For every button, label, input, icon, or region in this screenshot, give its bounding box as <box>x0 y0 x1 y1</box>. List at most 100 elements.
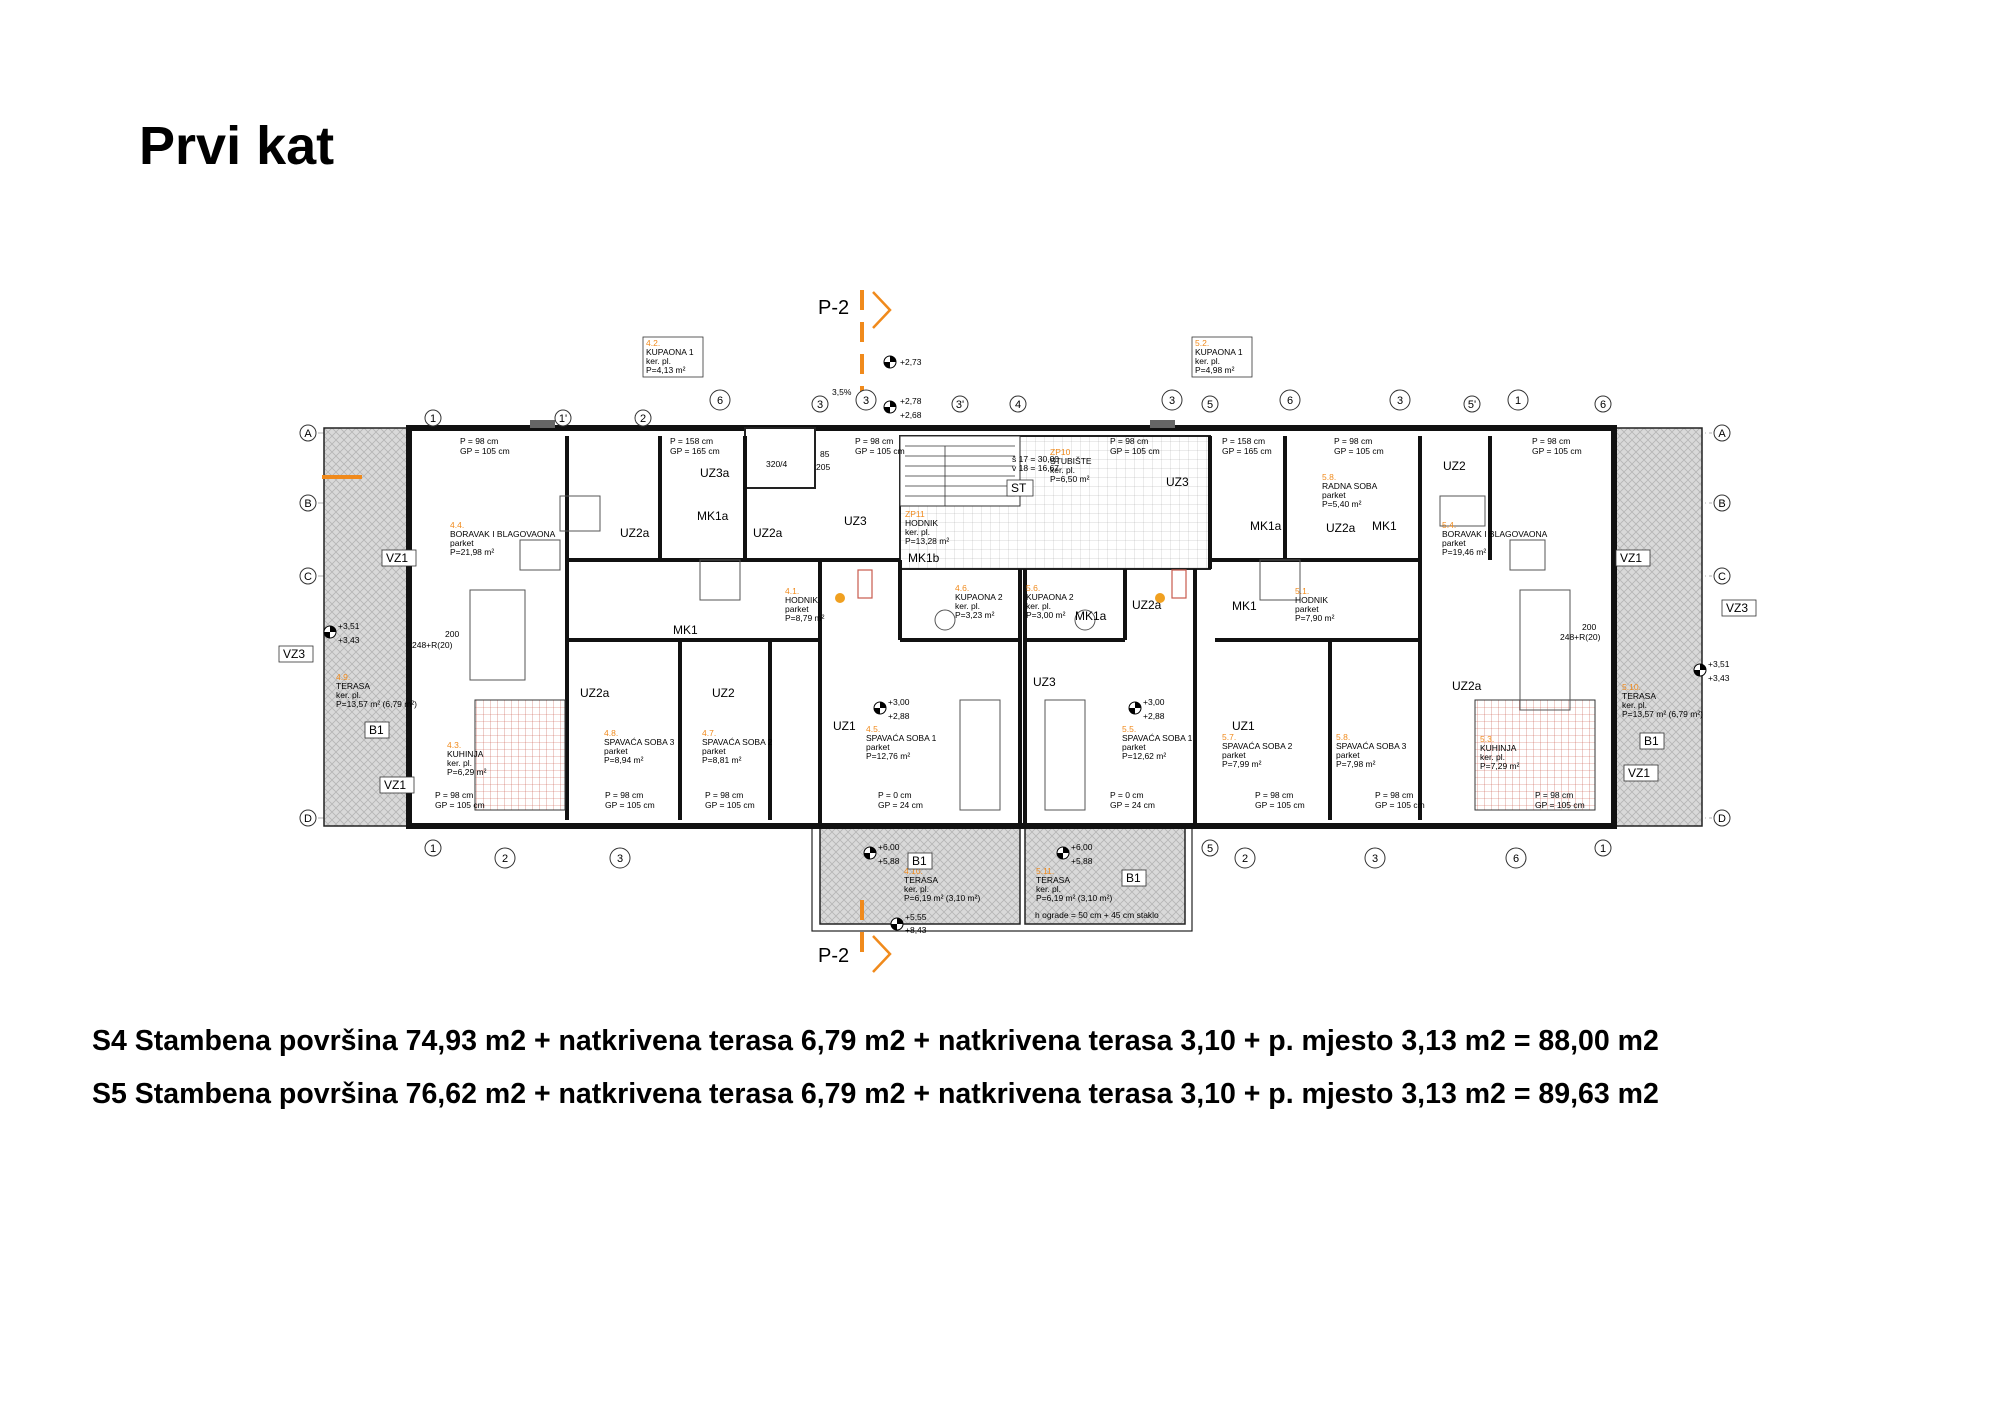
svg-text:ker. pl.: ker. pl. <box>1050 465 1075 475</box>
svg-text:5': 5' <box>1468 399 1476 411</box>
svg-text:1: 1 <box>430 843 436 855</box>
svg-text:205: 205 <box>816 462 830 472</box>
svg-text:3: 3 <box>863 395 869 407</box>
svg-text:parket: parket <box>1295 604 1319 614</box>
svg-text:3: 3 <box>817 399 823 411</box>
svg-text:UZ2a: UZ2a <box>1452 679 1482 693</box>
furniture <box>469 495 1571 811</box>
svg-text:BORAVAK I BLAGOVAONA: BORAVAK I BLAGOVAONA <box>1442 529 1548 539</box>
svg-text:ker. pl.: ker. pl. <box>955 601 980 611</box>
svg-text:4.5.: 4.5. <box>866 724 880 734</box>
svg-text:1: 1 <box>430 413 436 425</box>
svg-text:3: 3 <box>1169 395 1175 407</box>
svg-text:VZ3: VZ3 <box>283 647 305 661</box>
svg-text:5.8.: 5.8. <box>1336 732 1350 742</box>
svg-text:C: C <box>1718 571 1726 583</box>
svg-text:200: 200 <box>1582 622 1596 632</box>
svg-text:MK1a: MK1a <box>697 509 729 523</box>
svg-text:1: 1 <box>1600 843 1606 855</box>
svg-text:320/4: 320/4 <box>766 459 788 469</box>
svg-text:MK1: MK1 <box>1232 599 1257 613</box>
svg-text:+2,88: +2,88 <box>1143 711 1165 721</box>
svg-text:VZ1: VZ1 <box>1628 766 1650 780</box>
svg-text:P=13,57 m² (6,79 m²): P=13,57 m² (6,79 m²) <box>336 699 417 709</box>
svg-text:6: 6 <box>1287 395 1293 407</box>
svg-text:ker. pl.: ker. pl. <box>905 527 930 537</box>
svg-text:4.10.: 4.10. <box>904 866 923 876</box>
svg-text:ker. pl.: ker. pl. <box>1036 884 1061 894</box>
svg-text:P = 98 cm: P = 98 cm <box>1334 436 1372 446</box>
svg-text:P=6,29 m²: P=6,29 m² <box>447 767 487 777</box>
svg-text:parket: parket <box>866 742 890 752</box>
page-title: Prvi kat <box>139 116 335 176</box>
svg-text:2: 2 <box>1242 853 1248 865</box>
svg-text:KUHINJA: KUHINJA <box>447 749 484 759</box>
svg-text:4.2.: 4.2. <box>646 338 660 348</box>
svg-text:P=7,99 m²: P=7,99 m² <box>1222 759 1262 769</box>
svg-text:GP = 105 cm: GP = 105 cm <box>1255 800 1305 810</box>
svg-text:UZ2a: UZ2a <box>580 686 610 700</box>
section-label-bottom: P-2 <box>818 945 849 967</box>
svg-text:UZ1: UZ1 <box>1232 719 1255 733</box>
svg-text:5.10.: 5.10. <box>1622 682 1641 692</box>
svg-text:TERASA: TERASA <box>904 875 938 885</box>
elevation-markers: +2,73 +2,78+2,68 +3,51+3,43 +3,51+3,43 +… <box>323 355 1730 935</box>
svg-text:TERASA: TERASA <box>336 681 370 691</box>
svg-text:6: 6 <box>1600 399 1606 411</box>
svg-text:P = 98 cm: P = 98 cm <box>1532 436 1570 446</box>
svg-text:ker. pl.: ker. pl. <box>1480 752 1505 762</box>
svg-text:+5,55: +5,55 <box>905 912 927 922</box>
svg-text:P=8,81 m²: P=8,81 m² <box>702 755 742 765</box>
svg-text:P=21,98 m²: P=21,98 m² <box>450 547 494 557</box>
svg-text:+2,73: +2,73 <box>900 357 922 367</box>
svg-text:GP = 105 cm: GP = 105 cm <box>1535 800 1585 810</box>
kitchen-left-tiles <box>474 699 566 811</box>
outer-wall <box>406 425 1617 829</box>
svg-text:P=7,90 m²: P=7,90 m² <box>1295 613 1335 623</box>
svg-text:VZ1: VZ1 <box>386 551 408 565</box>
svg-text:P=5,40 m²: P=5,40 m² <box>1322 499 1362 509</box>
axis-row-bubbles: A B C D A B C D <box>299 424 1731 827</box>
svg-text:P=13,57 m² (6,79 m²): P=13,57 m² (6,79 m²) <box>1622 709 1703 719</box>
svg-text:B1: B1 <box>1644 734 1659 748</box>
svg-text:UZ2: UZ2 <box>1443 459 1466 473</box>
svg-text:SPAVAĆA SOBA 1: SPAVAĆA SOBA 1 <box>1122 733 1193 743</box>
svg-text:KUPAONA 2: KUPAONA 2 <box>1026 592 1074 602</box>
svg-text:P = 98 cm: P = 98 cm <box>1255 790 1293 800</box>
svg-text:TERASA: TERASA <box>1036 875 1070 885</box>
svg-text:85: 85 <box>820 449 830 459</box>
svg-text:+6,00: +6,00 <box>1071 842 1093 852</box>
svg-text:+6,00: +6,00 <box>878 842 900 852</box>
svg-text:P = 158 cm: P = 158 cm <box>1222 436 1265 446</box>
svg-text:P = 158 cm: P = 158 cm <box>670 436 713 446</box>
svg-text:SPAVAĆA SOBA 2: SPAVAĆA SOBA 2 <box>702 737 773 747</box>
svg-text:4: 4 <box>1015 399 1021 411</box>
svg-text:parket: parket <box>702 746 726 756</box>
svg-text:GP = 24 cm: GP = 24 cm <box>878 800 923 810</box>
svg-text:+5,88: +5,88 <box>1071 856 1093 866</box>
svg-text:D: D <box>304 813 312 825</box>
svg-text:5.11.: 5.11. <box>1036 866 1054 876</box>
svg-text:TERASA: TERASA <box>1622 691 1656 701</box>
svg-text:5.5.: 5.5. <box>1122 724 1136 734</box>
svg-text:GP = 105 cm: GP = 105 cm <box>605 800 655 810</box>
terrace-right <box>1613 427 1703 827</box>
svg-text:ST: ST <box>1011 481 1027 495</box>
svg-text:SPAVAĆA SOBA 3: SPAVAĆA SOBA 3 <box>1336 741 1407 751</box>
svg-text:parket: parket <box>1122 742 1146 752</box>
svg-text:P = 98 cm: P = 98 cm <box>1535 790 1573 800</box>
